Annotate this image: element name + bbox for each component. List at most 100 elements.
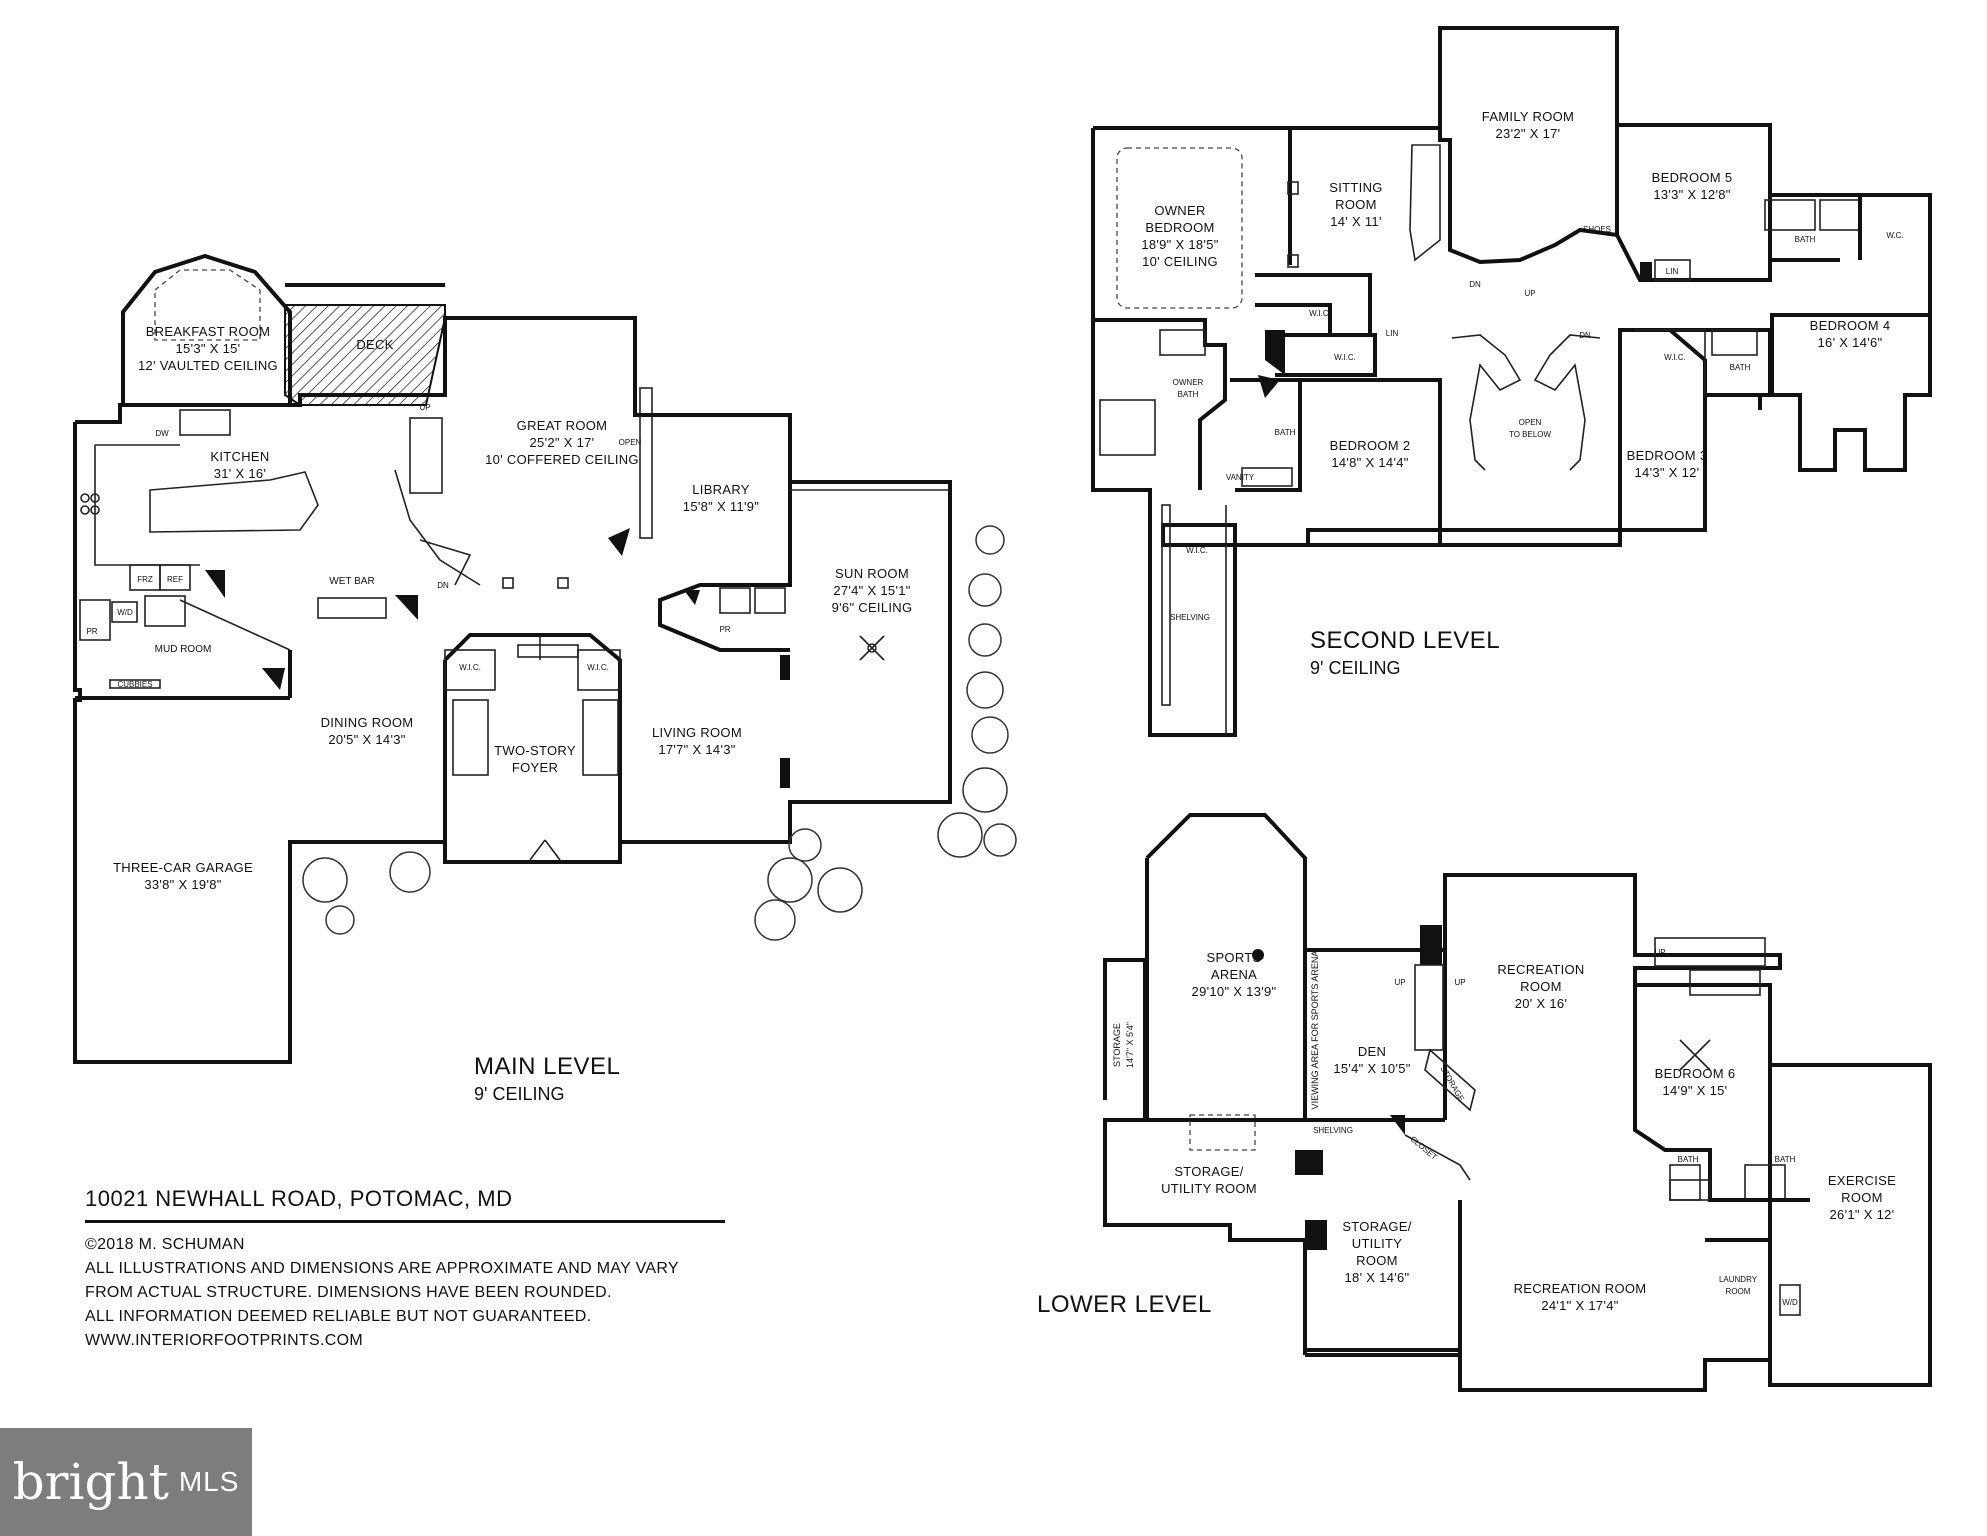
disclaimer-line: ALL INFORMATION DEEMED RELIABLE BUT NOT …	[85, 1308, 592, 1325]
stair-up-label: UP	[1654, 948, 1665, 957]
library-fixture	[719, 587, 751, 614]
exercise-room-label-line2: ROOM	[1841, 1190, 1883, 1205]
main-level-ceiling: 9' CEILING	[474, 1084, 564, 1104]
cubbies	[109, 679, 161, 689]
ceiling-fan-icon	[1679, 1039, 1711, 1071]
mls-watermark-logo: bright MLS	[0, 1428, 252, 1536]
sports-ball-icon	[1252, 949, 1264, 961]
foyer-label-line1: TWO-STORY	[494, 743, 576, 758]
walk-in-closet-label: W.I.C.	[1664, 353, 1686, 362]
open-to-below-walls	[1438, 380, 1622, 547]
great-room-ceiling: 10' COFFERED CEILING	[485, 452, 639, 467]
ceiling-fan-icon	[859, 635, 885, 661]
bedroom-5-label: BEDROOM 5	[1652, 170, 1733, 185]
bedroom-5-walls	[1615, 195, 1772, 282]
cooktop-burner	[90, 505, 100, 515]
recreation-room-dimensions: 20' X 16'	[1515, 996, 1567, 1011]
library-dimensions: 15'8" X 11'9"	[683, 499, 759, 514]
storage-dimensions: 14'7" X 5'4"	[1125, 1022, 1135, 1068]
column	[1287, 181, 1299, 195]
viewing-area-label: VIEWING AREA FOR SPORTS ARENA	[1310, 951, 1320, 1110]
open-to-below-label-line1: OPEN	[1519, 418, 1542, 427]
second-level-plan	[1091, 26, 1932, 737]
property-address: 10021 NEWHALL ROAD, POTOMAC, MD	[85, 1186, 725, 1223]
bath-walls	[1670, 328, 1772, 395]
wet-bar-label: WET BAR	[329, 576, 374, 587]
storage-under-stair	[1424, 1048, 1476, 1112]
stair-landing	[419, 539, 472, 586]
second-level-exterior-walls	[1091, 26, 1932, 737]
column	[502, 577, 514, 589]
breakfast-room-ceiling: 12' VAULTED CEILING	[138, 358, 278, 373]
den-stair	[1414, 964, 1444, 1051]
dining-room-dimensions: 20'5" X 14'3"	[328, 732, 405, 747]
stair-down-label: DN	[1469, 280, 1481, 289]
owner-bath-fixture	[1159, 329, 1206, 356]
cooktop-burner	[80, 493, 90, 503]
shelving-label: SHELVING	[1170, 613, 1210, 622]
laundry-room-label-line1: LAUNDRY	[1719, 1275, 1758, 1284]
bedroom-2-dimensions: 14'8" X 14'4"	[1331, 455, 1408, 470]
cabinet-label: OPEN	[619, 438, 642, 447]
living-room-label: LIVING ROOM	[652, 725, 742, 740]
walk-in-closet-label: W.I.C.	[1309, 309, 1331, 318]
vanity-label: VANITY	[1226, 473, 1255, 482]
column	[1287, 254, 1299, 268]
storage-label: STORAGE	[1112, 1023, 1122, 1067]
powder-room-label: PR	[86, 627, 97, 636]
bath-label: BATH	[1795, 235, 1816, 244]
great-room-dimensions: 25'2" X 17'	[530, 435, 595, 450]
washer-dryer	[1779, 1284, 1801, 1316]
stair-up-label: UP	[419, 403, 430, 412]
second-level-title: SECOND LEVEL	[1310, 627, 1500, 654]
sun-room-walls	[790, 480, 952, 804]
great-room-stair	[409, 417, 443, 494]
walk-in-closet-label: W.I.C.	[587, 663, 609, 672]
bedroom-6-dimensions: 14'9" X 15'	[1663, 1083, 1728, 1098]
kitchen-label: KITCHEN	[210, 449, 269, 464]
refrigerator-label: REF	[167, 575, 183, 584]
great-room-cabinet	[639, 387, 653, 539]
breakfast-room-dimensions: 15'3" X 15'	[176, 341, 241, 356]
walk-in-closet-walls	[1255, 273, 1372, 337]
bath-fixture	[1819, 199, 1861, 231]
main-level-plan	[73, 253, 1017, 1064]
wall-column	[1265, 330, 1285, 375]
foyer-stair	[452, 699, 489, 776]
copyright-line: ©2018 M. SCHUMAN	[85, 1236, 245, 1253]
bedroom-2-label: BEDROOM 2	[1330, 438, 1411, 453]
mechanical-unit	[1295, 1150, 1323, 1175]
walk-in-closet-walls	[1275, 333, 1377, 377]
kitchen-dimensions: 31' X 16'	[214, 466, 266, 481]
mechanical-unit	[1305, 1220, 1327, 1250]
column	[557, 577, 569, 589]
mud-room-wall	[179, 599, 291, 651]
cubbies-label: CUBBIES	[117, 680, 152, 689]
basement-stair	[1689, 969, 1761, 996]
vaulted-ceiling-outline	[154, 269, 261, 341]
grand-stair-left	[1451, 334, 1522, 471]
walk-in-closet	[444, 649, 496, 691]
storage-utility-room-label-line3: ROOM	[1356, 1253, 1398, 1268]
bedroom-3-label: BEDROOM 3	[1627, 448, 1708, 463]
bedroom-6-label: BEDROOM 6	[1655, 1066, 1736, 1081]
freezer-label: FRZ	[137, 575, 153, 584]
bath-fixture	[1669, 1164, 1701, 1201]
wall-column	[780, 758, 790, 788]
wall-column	[205, 570, 225, 598]
cooktop-burner	[80, 505, 90, 515]
sports-arena-label-line1: SPORTS	[1206, 950, 1261, 965]
recreation-room-label-line1: RECREATION	[1497, 962, 1584, 977]
linen-label: LIN	[1666, 267, 1679, 276]
deck	[284, 304, 446, 406]
bath-label: BATH	[1678, 1155, 1699, 1164]
garage-label: THREE-CAR GARAGE	[113, 860, 253, 875]
family-room-label: FAMILY ROOM	[1482, 109, 1574, 124]
shoes-label: SHOES	[1583, 225, 1611, 234]
bathtub	[1099, 399, 1156, 456]
sitting-room-label-line1: SITTING	[1329, 180, 1382, 195]
exercise-room-label-line1: EXERCISE	[1828, 1173, 1896, 1188]
sitting-room-dimensions: 14' X 11'	[1330, 214, 1382, 229]
bathtub	[1241, 467, 1293, 487]
walk-in-closet-label: W.I.C.	[459, 663, 481, 672]
